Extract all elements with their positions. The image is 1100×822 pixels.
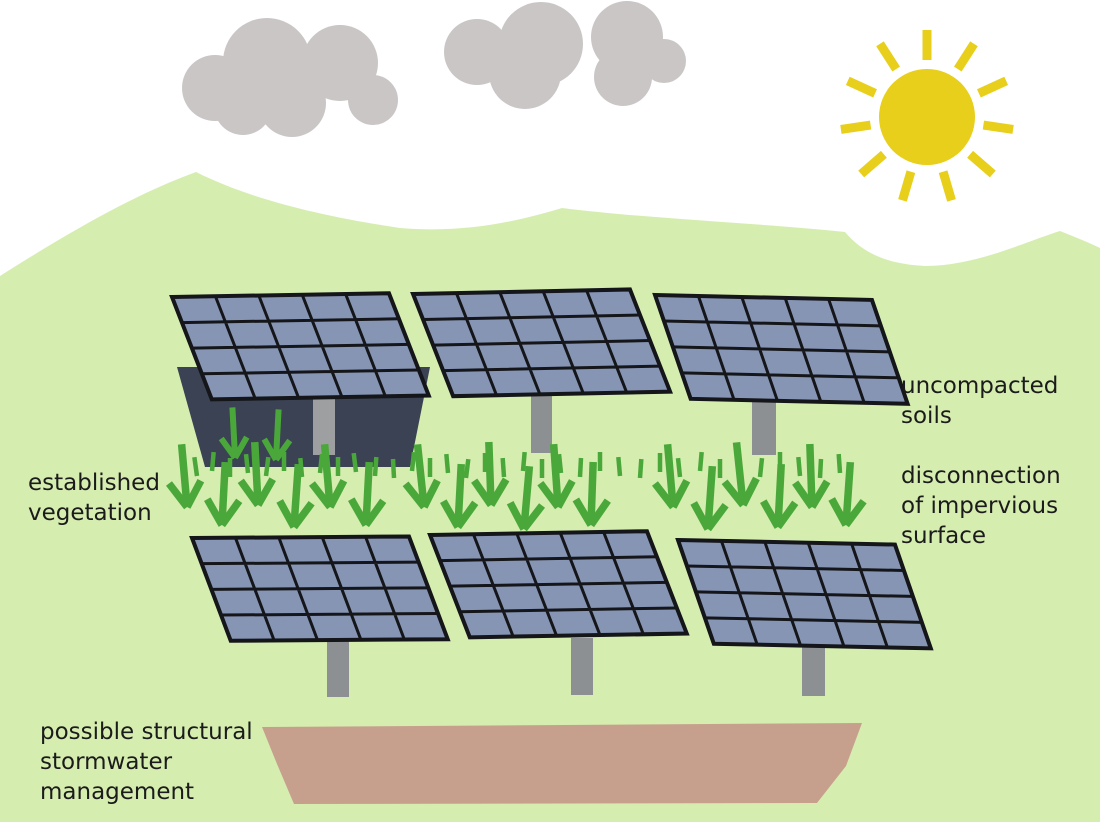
label-line: surface bbox=[901, 523, 987, 549]
panel-post bbox=[327, 640, 349, 697]
grass-icon bbox=[412, 452, 414, 471]
grass-icon bbox=[466, 459, 468, 478]
label-line: disconnection bbox=[901, 463, 1061, 489]
grass-icon bbox=[212, 452, 214, 471]
solar-panel bbox=[673, 538, 935, 651]
label-line: soils bbox=[901, 403, 952, 429]
grass-icon bbox=[194, 457, 197, 476]
grass-icon bbox=[820, 459, 821, 478]
panel-post bbox=[571, 638, 593, 695]
grass-icon bbox=[559, 454, 561, 473]
panel-posts bbox=[327, 396, 825, 697]
grass-icon bbox=[246, 454, 248, 473]
grass-icon bbox=[393, 459, 394, 478]
grass-icon bbox=[618, 457, 620, 476]
panel-post bbox=[531, 396, 552, 453]
label-line: possible structural bbox=[40, 719, 253, 745]
label-line: of impervious bbox=[901, 493, 1059, 519]
grass-icon bbox=[640, 459, 641, 478]
label-line: established bbox=[28, 470, 160, 496]
panel-post bbox=[802, 637, 825, 696]
panel-post-light bbox=[313, 398, 335, 455]
grass-icon bbox=[700, 452, 702, 471]
label-established-vegetation: established vegetation bbox=[28, 468, 160, 528]
solar-panel bbox=[650, 293, 912, 406]
grass-icon bbox=[523, 452, 525, 471]
grass-icon bbox=[266, 457, 268, 476]
grass-icon bbox=[375, 457, 376, 476]
grass-icon bbox=[839, 454, 840, 473]
grass-icon bbox=[446, 454, 448, 473]
panel-post bbox=[752, 396, 776, 455]
label-impervious-disconnection: disconnection of impervious surface bbox=[901, 461, 1061, 551]
label-structural-stormwater: possible structural stormwater managemen… bbox=[40, 717, 253, 807]
grass-icon bbox=[320, 454, 322, 473]
sun-icon bbox=[840, 30, 1014, 202]
grass-icon bbox=[798, 457, 800, 476]
grass-icon bbox=[678, 458, 680, 477]
grass-icon bbox=[503, 458, 504, 477]
grass-icon bbox=[580, 458, 581, 477]
cloud-icon bbox=[444, 1, 686, 109]
label-uncompacted-soils: uncompacted soils bbox=[901, 371, 1058, 431]
label-line: uncompacted bbox=[901, 373, 1059, 399]
label-line: vegetation bbox=[28, 500, 152, 526]
solar-panel bbox=[411, 286, 673, 399]
solar-panel bbox=[190, 534, 450, 643]
label-line: management bbox=[40, 779, 195, 805]
label-line: stormwater bbox=[40, 749, 173, 775]
solar-panel bbox=[428, 528, 689, 640]
cloud-icon bbox=[182, 18, 398, 137]
grass-icon bbox=[354, 453, 356, 472]
solar-panel bbox=[170, 290, 431, 402]
grass-icon bbox=[760, 458, 762, 477]
infiltration-basin bbox=[262, 723, 862, 804]
